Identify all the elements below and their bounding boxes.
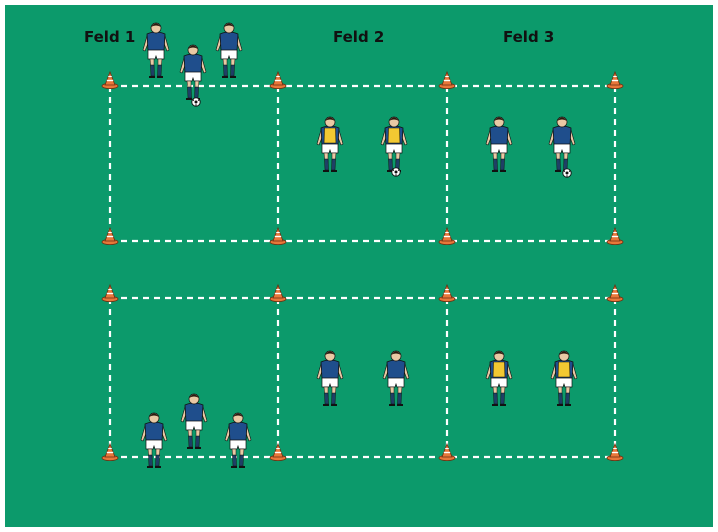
cone-icon: [607, 72, 623, 89]
cone-icon: [102, 72, 118, 89]
player-yellow-icon: [486, 351, 512, 406]
player-blue-icon: [486, 117, 512, 172]
player-blue-icon: [216, 23, 242, 78]
ball-icon: [192, 98, 200, 106]
top-grid-lines: [110, 86, 615, 241]
bottom-grid-lines: [110, 298, 615, 457]
cone-icon: [607, 228, 623, 245]
cone-icon: [439, 285, 455, 302]
ball-icon: [563, 169, 571, 177]
player-yellow-icon: [381, 117, 407, 172]
player-blue-icon: [181, 394, 207, 449]
player-blue-icon: [180, 45, 206, 100]
ball-icon: [392, 168, 400, 176]
player-blue-icon: [143, 23, 169, 78]
cone-icon: [102, 285, 118, 302]
cone-icon: [270, 444, 286, 461]
cone-icon: [102, 444, 118, 461]
player-blue-icon: [317, 351, 343, 406]
cone-icon: [102, 228, 118, 245]
player-yellow-icon: [551, 351, 577, 406]
player-blue-icon: [549, 117, 575, 172]
cone-icon: [270, 285, 286, 302]
player-yellow-icon: [317, 117, 343, 172]
player-blue-icon: [225, 413, 251, 468]
cone-icon: [270, 72, 286, 89]
cone-icon: [439, 228, 455, 245]
player-blue-icon: [383, 351, 409, 406]
player-blue-icon: [141, 413, 167, 468]
cone-icon: [607, 444, 623, 461]
cone-icon: [439, 444, 455, 461]
cone-icon: [439, 72, 455, 89]
cone-icon: [270, 228, 286, 245]
cone-icon: [607, 285, 623, 302]
